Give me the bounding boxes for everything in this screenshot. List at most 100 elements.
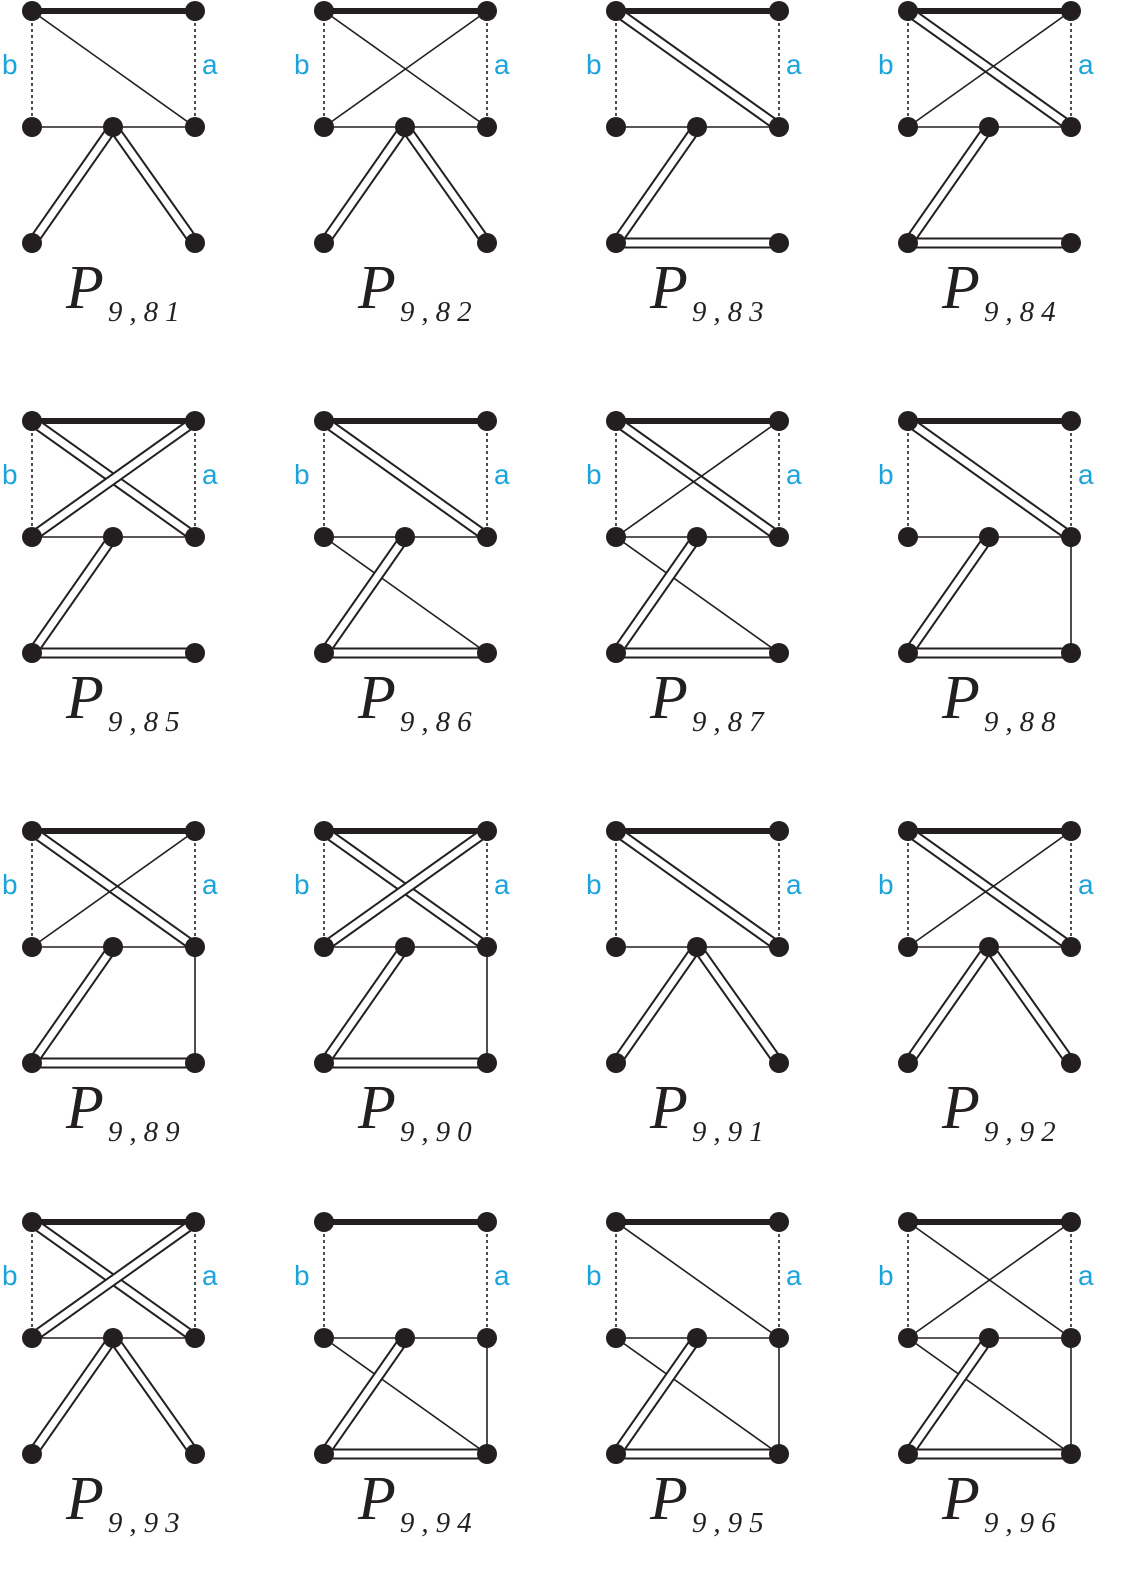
vertex (606, 643, 626, 663)
thin-edge (615, 536, 780, 654)
double-edge-gap (613, 8, 782, 130)
thin-edge (31, 10, 196, 128)
vertex (314, 527, 334, 547)
caption-letter: P (650, 1074, 688, 1142)
double-edge-gap (905, 418, 1074, 540)
vertex (606, 1444, 626, 1464)
double-edge-gap (110, 1335, 198, 1457)
vertex (314, 937, 334, 957)
vertex (185, 411, 205, 431)
side-label-b: b (294, 459, 310, 490)
graph-panel (314, 1, 497, 253)
vertex (22, 1328, 42, 1348)
side-label-a: a (494, 1260, 510, 1291)
vertex (898, 1, 918, 21)
double-edge-gap (905, 944, 992, 1066)
vertex (22, 233, 42, 253)
caption-letter: P (650, 664, 688, 732)
thin-edge (323, 10, 488, 128)
vertex (314, 1328, 334, 1348)
vertex (314, 1053, 334, 1073)
vertex (898, 1212, 918, 1232)
side-label-b: b (586, 869, 602, 900)
vertex (898, 527, 918, 547)
vertex (477, 1053, 497, 1073)
vertex (606, 233, 626, 253)
graph-panel (314, 1212, 497, 1464)
side-label-b: b (2, 49, 18, 80)
vertex (22, 643, 42, 663)
vertex (979, 937, 999, 957)
vertex (314, 411, 334, 431)
side-label-a: a (494, 49, 510, 80)
vertex (395, 527, 415, 547)
vertex (314, 1212, 334, 1232)
caption-subscript: 9,91 (691, 1116, 771, 1148)
vertex (314, 233, 334, 253)
side-label-b: b (294, 869, 310, 900)
vertex (898, 1328, 918, 1348)
double-edge-gap (905, 534, 992, 656)
vertex (22, 1212, 42, 1232)
caption-subscript: 9,82 (399, 296, 479, 328)
vertex (22, 1, 42, 21)
side-label-a: a (786, 49, 802, 80)
vertex (898, 233, 918, 253)
caption-subscript: 9,83 (691, 296, 771, 328)
vertex (395, 1328, 415, 1348)
thin-edge (323, 1337, 488, 1455)
graph-panel (898, 821, 1081, 1073)
vertex (687, 527, 707, 547)
caption-letter: P (650, 1465, 688, 1533)
vertex (477, 1, 497, 21)
side-label-b: b (586, 49, 602, 80)
vertex (606, 1, 626, 21)
caption-letter: P (66, 1465, 104, 1533)
vertex (1061, 937, 1081, 957)
vertex (1061, 643, 1081, 663)
double-edge-gap (321, 418, 490, 540)
vertex (769, 821, 789, 841)
vertex (769, 643, 789, 663)
graph-panel (898, 1, 1081, 253)
thin-edge (907, 1337, 1072, 1455)
double-edge-gap (321, 828, 490, 950)
thin-edge (615, 420, 780, 538)
graph-panel (606, 821, 789, 1073)
vertex (769, 1, 789, 21)
vertex (22, 117, 42, 137)
graph-panel (314, 821, 497, 1073)
caption-letter: P (358, 1074, 396, 1142)
thin-edge (31, 830, 196, 948)
side-label-a: a (1078, 49, 1094, 80)
double-edge-gap (613, 944, 700, 1066)
vertex (769, 1053, 789, 1073)
side-label-b: b (878, 49, 894, 80)
caption-letter: P (942, 1465, 980, 1533)
vertex (769, 937, 789, 957)
vertex (769, 233, 789, 253)
vertex (606, 1212, 626, 1232)
double-edge-gap (905, 124, 992, 246)
caption-subscript: 9,88 (983, 706, 1063, 738)
caption-letter: P (358, 664, 396, 732)
vertex (606, 527, 626, 547)
vertex (1061, 821, 1081, 841)
vertex (1061, 233, 1081, 253)
caption-subscript: 9,85 (107, 706, 187, 738)
graph-panel (898, 411, 1081, 663)
thin-edge (907, 1221, 1072, 1339)
side-label-b: b (2, 869, 18, 900)
vertex (898, 117, 918, 137)
vertex (477, 821, 497, 841)
vertex (185, 821, 205, 841)
vertex (1061, 1212, 1081, 1232)
vertex (898, 643, 918, 663)
